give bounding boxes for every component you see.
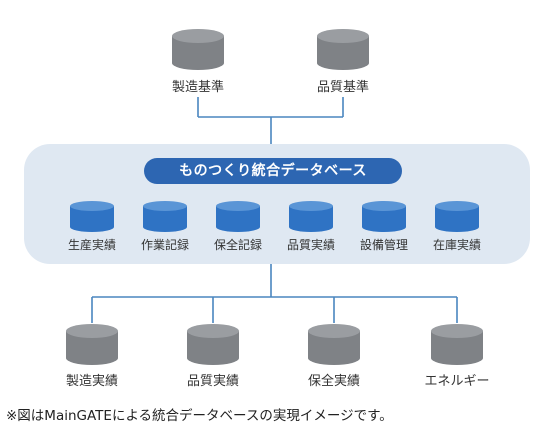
db-item-label: 保全記録	[213, 238, 263, 252]
source-label-manufacturing-results: 製造実績	[65, 374, 119, 389]
database-icon	[187, 324, 239, 365]
db-item-label: 在庫実績	[432, 238, 482, 252]
source-label-quality-standard: 品質基準	[316, 80, 370, 95]
database-icon	[289, 201, 333, 232]
database-icon	[172, 29, 224, 70]
database-icon	[143, 201, 187, 232]
source-label-maintenance-results: 保全実績	[307, 374, 361, 389]
db-item-label: 作業記録	[140, 238, 190, 252]
db-item-label: 生産実績	[67, 238, 117, 252]
integrated-database-title: ものつくり統合データベース	[144, 158, 402, 184]
source-label-energy: エネルギー	[424, 374, 490, 389]
database-icon	[317, 29, 369, 70]
db-item-label: 設備管理	[359, 238, 409, 252]
database-icon	[66, 324, 118, 365]
database-icon	[435, 201, 479, 232]
database-icon	[216, 201, 260, 232]
db-item-label: 品質実績	[286, 238, 336, 252]
database-icon	[308, 324, 360, 365]
database-icon	[431, 324, 483, 365]
source-label-quality-results: 品質実績	[186, 374, 240, 389]
footnote: ※図はMainGATEによる統合データベースの実現イメージです。	[6, 408, 393, 424]
database-icon	[362, 201, 406, 232]
database-icon	[70, 201, 114, 232]
source-label-manufacturing-standard: 製造基準	[171, 80, 225, 95]
